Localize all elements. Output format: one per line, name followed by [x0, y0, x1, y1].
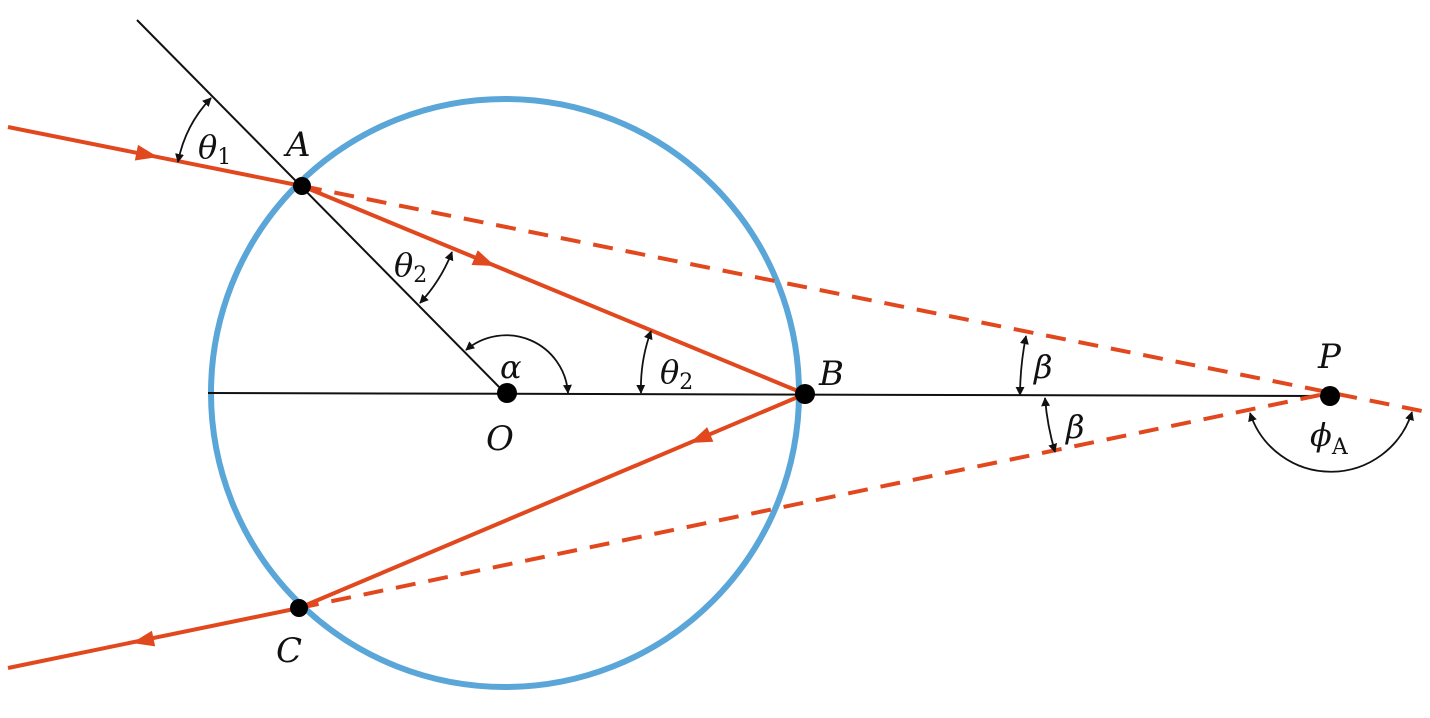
exit-ray	[7, 606, 300, 670]
ray-arrow-incident	[134, 144, 158, 161]
label-beta-upper: β	[1033, 348, 1053, 386]
ray-arrow-reflected	[690, 427, 714, 443]
optical-axis	[207, 392, 1326, 397]
theta2-arc-at-B	[636, 330, 653, 394]
label-phi: ϕA	[1310, 416, 1349, 460]
refracted-ray-AB	[301, 184, 806, 396]
phi-arc	[1248, 411, 1414, 473]
label-theta2-at-B: θ2	[660, 353, 693, 395]
label-theta1: θ1	[198, 128, 231, 170]
normal-line-at-A	[136, 19, 506, 394]
point-P	[1320, 386, 1340, 406]
label-alpha: α	[500, 348, 522, 386]
beta-arc-lower	[1041, 397, 1058, 453]
label-P: P	[1317, 337, 1342, 377]
ray-arrow-exit	[132, 630, 156, 647]
label-beta-lower: β	[1065, 408, 1085, 446]
point-B	[795, 384, 815, 404]
theta1-arc	[175, 97, 212, 163]
point-O	[497, 383, 517, 403]
ray-arrow-refracted	[471, 250, 495, 266]
label-B: B	[818, 354, 844, 394]
dashed-extension-lower	[298, 393, 1321, 610]
label-O: O	[486, 419, 514, 459]
alpha-arc	[465, 334, 572, 394]
label-theta2-at-A: θ2	[394, 246, 427, 288]
label-A: A	[283, 125, 311, 165]
dashed-extension-upper	[301, 184, 1423, 413]
point-C	[290, 599, 308, 617]
theta2-arc-at-A	[419, 251, 454, 304]
label-C: C	[276, 631, 302, 671]
point-A	[293, 177, 311, 195]
reflected-ray-BC	[298, 392, 806, 610]
beta-arc-upper	[1015, 335, 1029, 396]
